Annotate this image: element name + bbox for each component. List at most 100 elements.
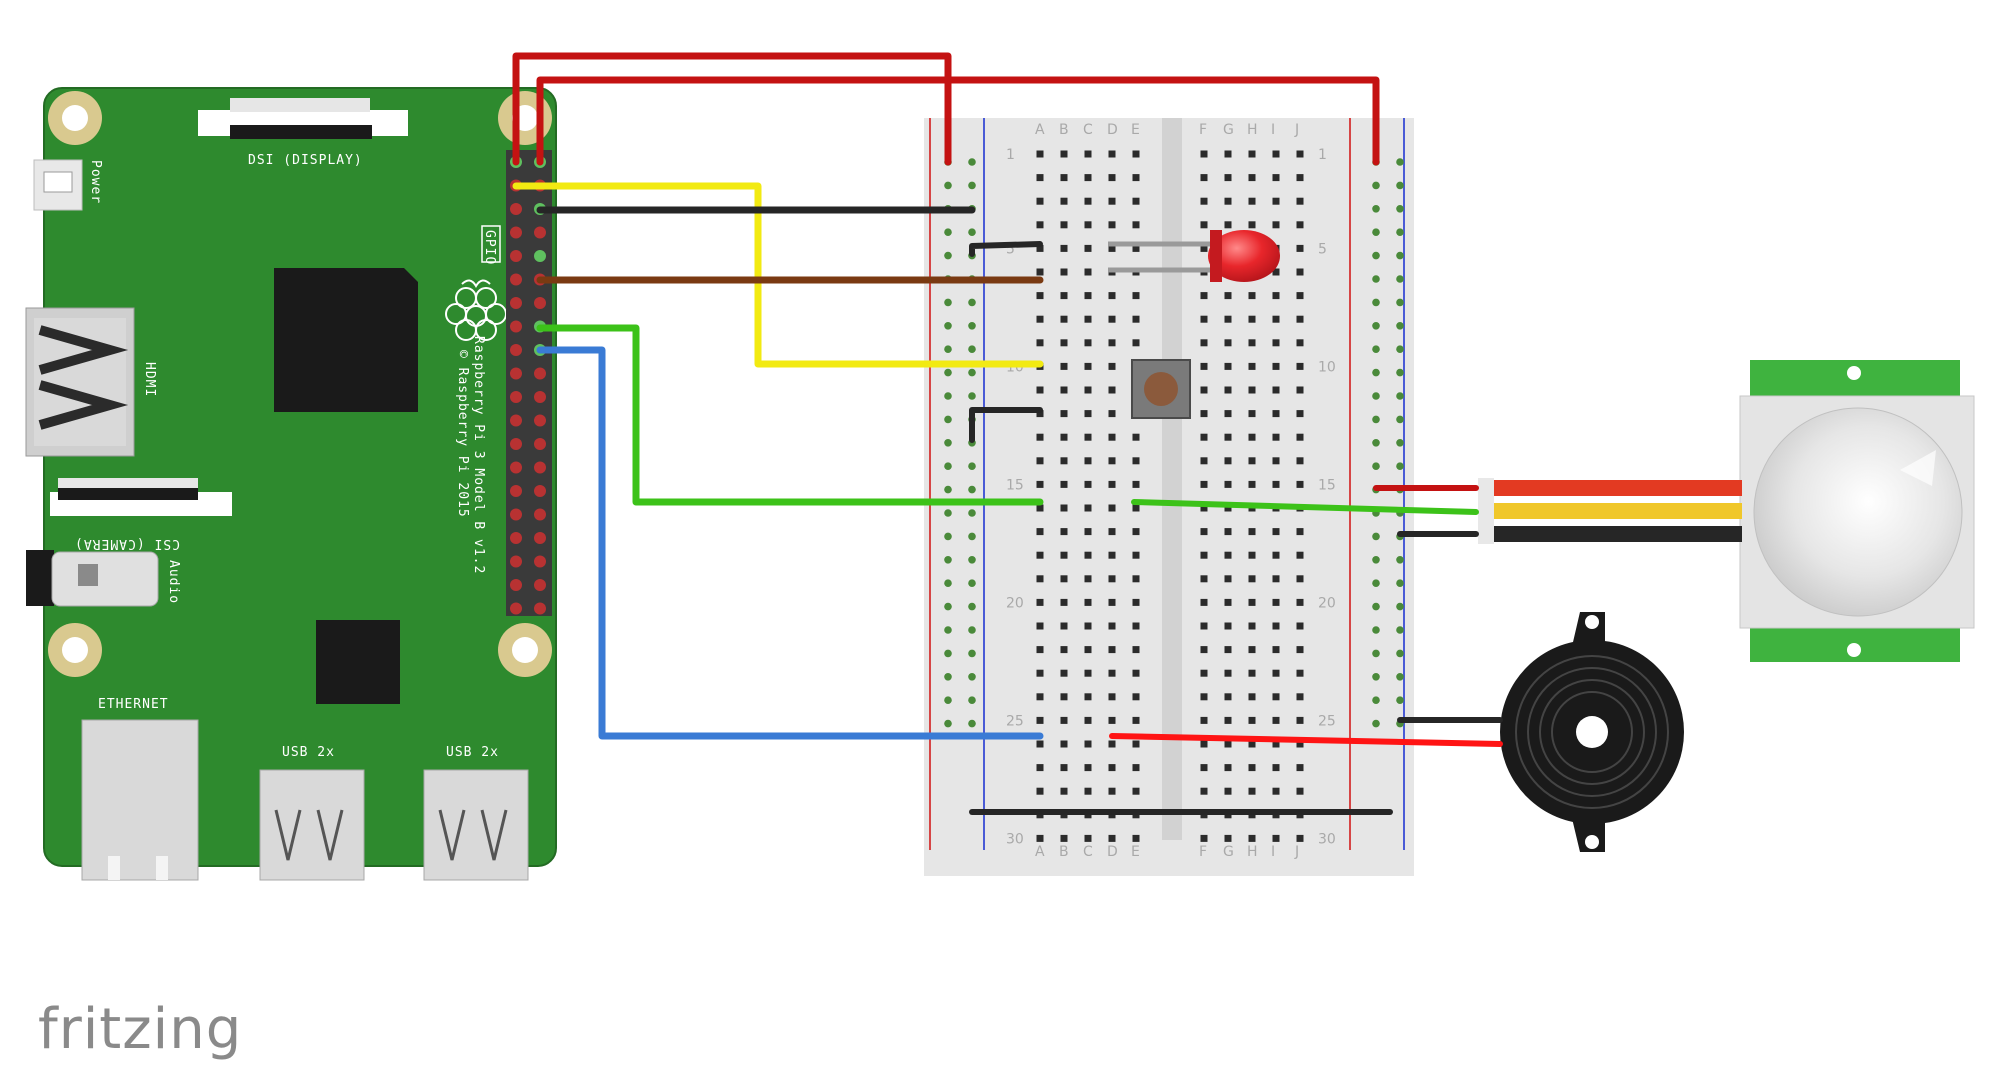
breadboard-hole bbox=[1248, 292, 1256, 300]
rail-hole bbox=[944, 673, 952, 681]
breadboard-hole bbox=[1272, 457, 1280, 465]
rail-hole bbox=[1396, 392, 1404, 400]
rail-hole bbox=[1396, 181, 1404, 190]
breadboard-hole bbox=[1224, 622, 1232, 630]
column-letter: H bbox=[1247, 844, 1258, 860]
row-number: 20 bbox=[1006, 595, 1024, 611]
breadboard-hole bbox=[1036, 221, 1044, 229]
breadboard-hole bbox=[1108, 221, 1116, 229]
breadboard-hole bbox=[1108, 740, 1116, 748]
breadboard-hole bbox=[1200, 174, 1208, 182]
breadboard-hole bbox=[1272, 669, 1280, 677]
column-letter: E bbox=[1131, 844, 1140, 860]
breadboard-hole bbox=[1272, 575, 1280, 583]
rail-hole bbox=[1372, 415, 1380, 424]
breadboard-hole bbox=[1248, 339, 1256, 347]
breadboard-hole bbox=[1296, 834, 1304, 842]
wire-yellow bbox=[512, 182, 1044, 368]
raspberry-pi-board: DSI (DISPLAY) Power HDMI Raspberry Pi 3 … bbox=[25, 87, 557, 881]
breadboard-hole bbox=[1224, 834, 1232, 842]
rail-hole bbox=[968, 556, 976, 564]
column-letter: B bbox=[1059, 844, 1069, 860]
rail-hole bbox=[1372, 532, 1380, 541]
audio-label: Audio bbox=[166, 560, 181, 604]
breadboard-hole bbox=[1224, 197, 1232, 205]
row-number: 15 bbox=[1318, 477, 1336, 493]
breadboard-hole bbox=[1084, 646, 1092, 654]
wire-red-buzzer bbox=[1109, 733, 1503, 747]
breadboard-hole bbox=[1272, 834, 1280, 842]
breadboard-hole bbox=[1036, 575, 1044, 583]
breadboard-hole bbox=[1132, 669, 1140, 677]
breadboard-hole bbox=[1296, 787, 1304, 795]
breadboard-hole bbox=[1132, 480, 1140, 488]
breadboard-hole bbox=[1200, 834, 1208, 842]
breadboard-hole bbox=[1248, 551, 1256, 559]
gpio-pin bbox=[510, 367, 522, 380]
breadboard-hole bbox=[1060, 598, 1068, 606]
breadboard-hole bbox=[1224, 292, 1232, 300]
breadboard-hole bbox=[1060, 669, 1068, 677]
gpio-pin bbox=[534, 391, 546, 403]
rail-hole bbox=[968, 368, 976, 377]
breadboard-hole bbox=[1060, 268, 1068, 276]
breadboard-hole bbox=[1108, 528, 1116, 536]
rail-hole bbox=[944, 649, 952, 658]
rail-hole bbox=[1372, 439, 1380, 447]
breadboard-hole bbox=[1272, 386, 1280, 394]
breadboard-hole bbox=[1036, 622, 1044, 630]
rail-hole bbox=[1372, 322, 1380, 330]
breadboard-hole bbox=[1132, 764, 1140, 772]
breadboard-hole bbox=[1132, 716, 1140, 724]
breadboard-hole bbox=[1060, 174, 1068, 182]
breadboard-hole bbox=[1224, 693, 1232, 701]
rail-hole bbox=[1396, 298, 1404, 307]
breadboard-hole bbox=[1272, 693, 1280, 701]
breadboard-hole bbox=[1272, 787, 1280, 795]
rail-hole bbox=[944, 509, 952, 517]
breadboard-hole bbox=[1200, 339, 1208, 347]
breadboard-hole bbox=[1132, 197, 1140, 205]
breadboard-hole bbox=[1132, 528, 1140, 536]
rail-hole bbox=[944, 392, 952, 400]
breadboard-hole bbox=[1248, 669, 1256, 677]
csi-connector bbox=[50, 478, 232, 516]
breadboard-hole bbox=[1248, 575, 1256, 583]
breadboard-hole bbox=[1084, 598, 1092, 606]
breadboard-holes bbox=[944, 150, 1404, 842]
rail-hole bbox=[944, 251, 952, 260]
row-number: 25 bbox=[1318, 713, 1336, 729]
breadboard-hole bbox=[1108, 244, 1116, 252]
breadboard-hole bbox=[1108, 292, 1116, 300]
breadboard-hole bbox=[1224, 174, 1232, 182]
breadboard-hole bbox=[1060, 575, 1068, 583]
breadboard-hole bbox=[1200, 551, 1208, 559]
breadboard-hole bbox=[1224, 787, 1232, 795]
gpio-pin bbox=[534, 367, 546, 380]
breadboard-hole bbox=[1272, 528, 1280, 536]
breadboard-hole bbox=[1108, 787, 1116, 795]
jumper-green-pir bbox=[1131, 499, 1479, 515]
breadboard-hole bbox=[1200, 716, 1208, 724]
breadboard-hole bbox=[1248, 174, 1256, 182]
breadboard-hole bbox=[1084, 716, 1092, 724]
rail-hole bbox=[968, 509, 976, 517]
raspberry-logo bbox=[445, 279, 507, 341]
dsi-label: DSI (DISPLAY) bbox=[248, 153, 363, 168]
breadboard-hole bbox=[1224, 716, 1232, 724]
rail-hole bbox=[1396, 228, 1404, 236]
breadboard-hole bbox=[1036, 551, 1044, 559]
breadboard-hole bbox=[1224, 362, 1232, 370]
breadboard-hole bbox=[1272, 433, 1280, 441]
power-connector bbox=[33, 159, 83, 211]
row-number: 30 bbox=[1006, 831, 1024, 847]
rail-hole bbox=[1372, 626, 1380, 634]
rail-hole bbox=[1396, 205, 1404, 213]
rail-hole bbox=[1396, 626, 1404, 634]
breadboard-hole bbox=[1084, 315, 1092, 323]
breadboard-hole bbox=[1060, 197, 1068, 205]
breadboard-hole bbox=[1248, 716, 1256, 724]
rail-hole bbox=[944, 368, 952, 377]
breadboard-hole bbox=[1060, 150, 1068, 158]
breadboard-hole bbox=[1248, 834, 1256, 842]
